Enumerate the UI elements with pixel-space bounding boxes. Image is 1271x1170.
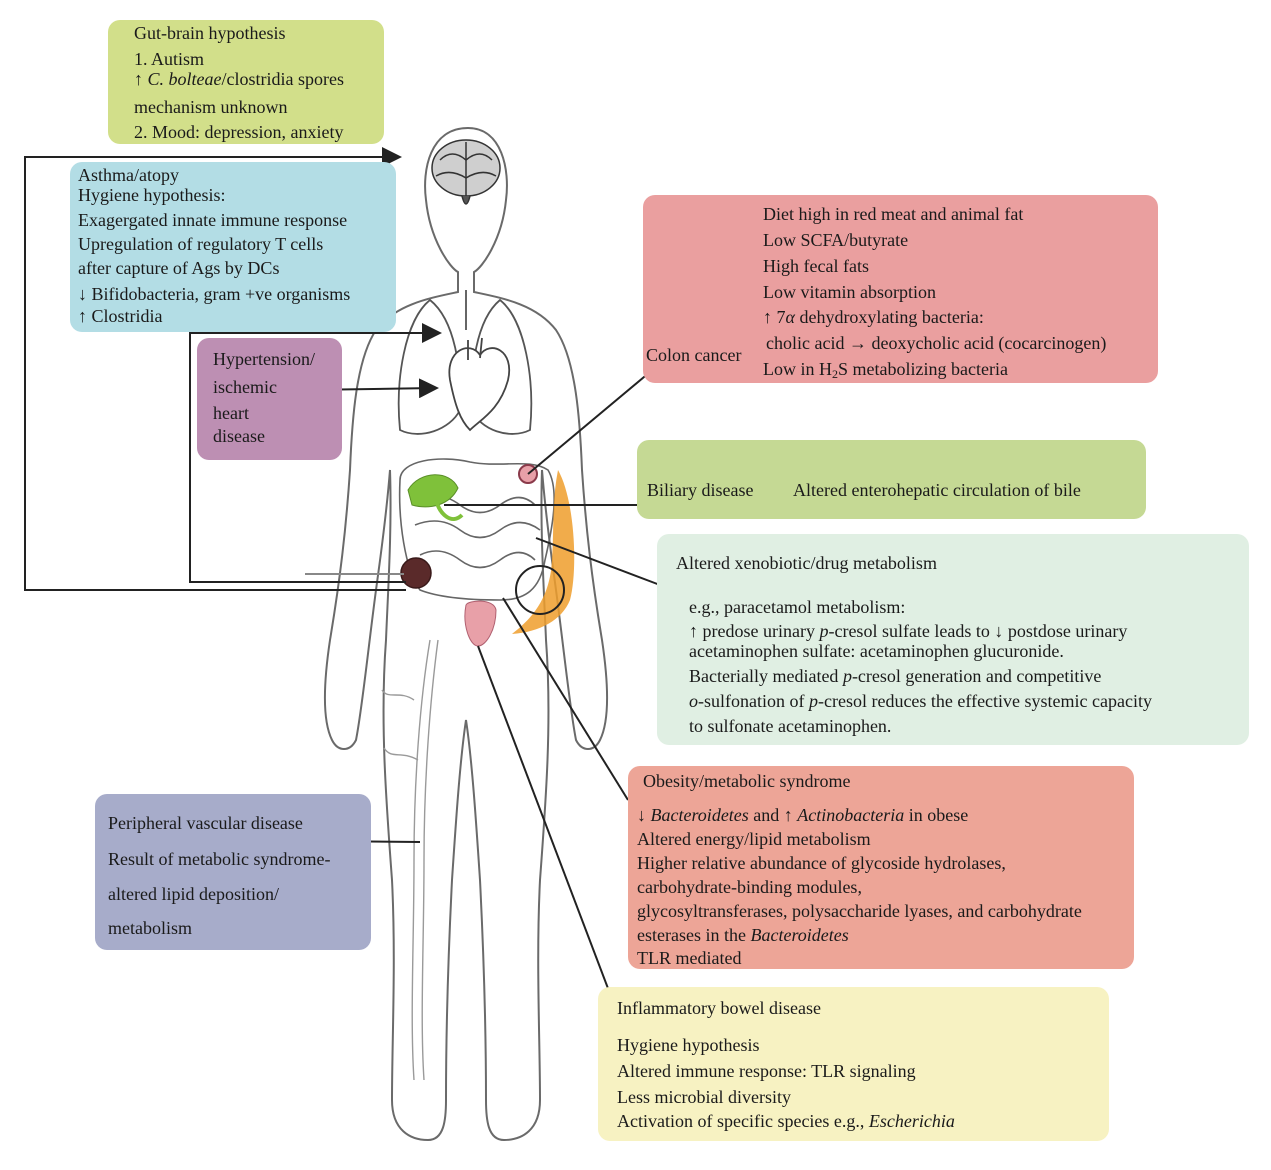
- obesity-box: Obesity/metabolic syndrome ↓ Bacteroidet…: [628, 766, 1134, 969]
- colon-line-7: Low in H2S metabolizing bacteria: [763, 359, 1008, 381]
- obesity-line-3: Higher relative abundance of glycoside h…: [637, 853, 1006, 873]
- ibd-line-2: Altered immune response: TLR signaling: [617, 1061, 916, 1081]
- asthma-box: Asthma/atopy Hygiene hypothesis: Exagerg…: [70, 162, 396, 332]
- obesity-line-1: ↓ Bacteroidetes and ↑ Actinobacteria in …: [637, 805, 969, 825]
- colon-line-3: High fecal fats: [763, 256, 869, 276]
- brain: [431, 139, 501, 205]
- asthma-line-3: Upregulation of regulatory T cells: [78, 234, 324, 254]
- colon-cancer-title: Colon cancer: [646, 345, 742, 365]
- obesity-line-5: glycosyltransferases, polysaccharide lya…: [637, 901, 1082, 921]
- xeno-line-2: ↑ predose urinary p-cresol sulfate leads…: [689, 621, 1128, 641]
- gut-brain-title: Gut-brain hypothesis: [134, 23, 286, 43]
- gut-brain-line-1: 1. Autism: [134, 49, 205, 69]
- lungs: [397, 290, 533, 435]
- biliary-title: Biliary disease: [647, 480, 754, 500]
- gut-brain-line-3: mechanism unknown: [134, 97, 288, 117]
- ibd-line-4: Activation of specific species e.g., Esc…: [617, 1111, 955, 1131]
- obesity-title: Obesity/metabolic syndrome: [643, 771, 851, 791]
- pvd-title: Peripheral vascular disease: [108, 813, 303, 833]
- xeno-title: Altered xenobiotic/drug metabolism: [676, 553, 937, 573]
- gut-brain-box: Gut-brain hypothesis 1. Autism ↑ C. bolt…: [108, 20, 384, 144]
- cecum: [400, 557, 432, 589]
- hypertension-line-3: heart: [213, 403, 249, 423]
- kidney-marker: [515, 565, 565, 615]
- colon-line-1: Diet high in red meat and animal fat: [763, 204, 1024, 224]
- ibd-box: Inflammatory bowel disease Hygiene hypot…: [598, 987, 1109, 1141]
- bladder: [464, 600, 497, 647]
- body-outline: [324, 126, 608, 1142]
- asthma-line-4: after capture of Ags by DCs: [78, 258, 280, 278]
- obesity-line-2: Altered energy/lipid metabolism: [637, 829, 871, 849]
- leg-vessels: [381, 639, 439, 1081]
- intestines: [398, 458, 555, 601]
- xeno-line-1: e.g., paracetamol metabolism:: [689, 597, 906, 617]
- heart: [448, 337, 511, 432]
- colon-line-6: cholic acid → deoxycholic acid (cocarcin…: [766, 333, 1107, 353]
- hypertension-line-2: ischemic: [213, 377, 277, 397]
- xeno-line-3: acetaminophen sulfate: acetaminophen glu…: [689, 641, 1064, 661]
- colon-line-4: Low vitamin absorption: [763, 282, 936, 302]
- ibd-line-1: Hygiene hypothesis: [617, 1035, 760, 1055]
- pvd-line-3: metabolism: [108, 918, 192, 938]
- pvd-line-2: altered lipid deposition/: [108, 884, 279, 904]
- hypertension-line-1: Hypertension/: [213, 349, 315, 369]
- ibd-title: Inflammatory bowel disease: [617, 998, 821, 1018]
- ibd-line-3: Less microbial diversity: [617, 1087, 791, 1107]
- biliary-disease-box: Biliary disease Altered enterohepatic ci…: [637, 440, 1146, 519]
- peripheral-vascular-box: Peripheral vascular disease Result of me…: [95, 794, 371, 950]
- asthma-line-6: ↑ Clostridia: [78, 306, 163, 326]
- asthma-title: Asthma/atopy: [78, 165, 179, 185]
- xeno-line-6: to sulfonate acetaminophen.: [689, 716, 892, 736]
- xenobiotic-box: Altered xenobiotic/drug metabolism e.g.,…: [657, 534, 1249, 745]
- colon-line-5: ↑ 7α dehydroxylating bacteria:: [763, 307, 984, 327]
- obesity-line-6: esterases in the Bacteroidetes: [637, 925, 849, 945]
- pvd-line-1: Result of metabolic syndrome-: [108, 849, 331, 869]
- xeno-line-5: o-sulfonation of p-cresol reduces the ef…: [689, 691, 1152, 711]
- colon-line-2: Low SCFA/butyrate: [763, 230, 909, 250]
- colon-orange: [512, 470, 575, 634]
- asthma-line-2: Exagergated innate immune response: [78, 210, 348, 230]
- biliary-text: Altered enterohepatic circulation of bil…: [793, 480, 1081, 500]
- xeno-line-4: Bacterially mediated p-cresol generation…: [689, 666, 1102, 686]
- obesity-line-7: TLR mediated: [637, 948, 742, 968]
- liver-gallbladder: [407, 474, 459, 508]
- colon-cancer-box: Colon cancer Diet high in red meat and a…: [643, 195, 1158, 383]
- gut-brain-line-4: 2. Mood: depression, anxiety: [134, 122, 344, 142]
- hypertension-box: Hypertension/ ischemic heart disease: [197, 338, 342, 460]
- asthma-line-1: Hygiene hypothesis:: [78, 185, 226, 205]
- gut-brain-line-2: ↑ C. bolteae/clostridia spores: [134, 69, 344, 89]
- asthma-line-5: ↓ Bifidobacteria, gram +ve organisms: [78, 284, 351, 304]
- hypertension-line-4: disease: [213, 426, 265, 446]
- obesity-line-4: carbohydrate-binding modules,: [637, 877, 862, 897]
